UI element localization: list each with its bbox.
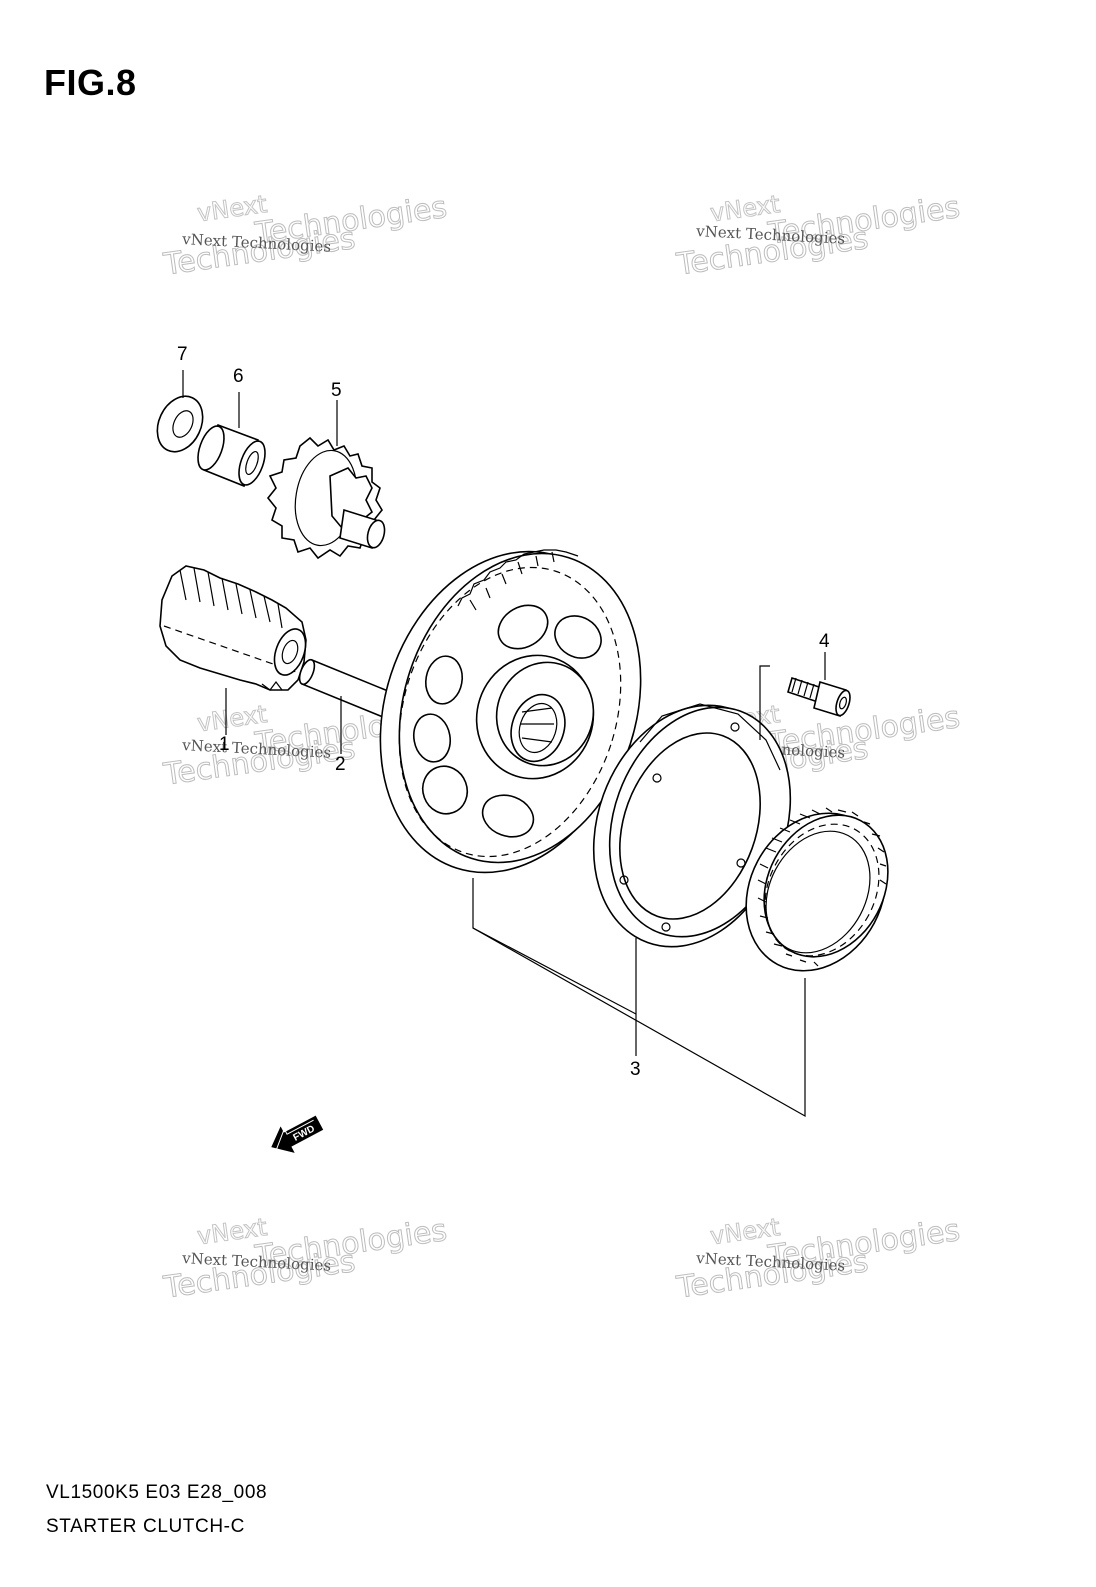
diagram-name: STARTER CLUTCH-C: [46, 1516, 245, 1537]
watermark-bottom-left: vNext Technologies Technologies: [160, 1212, 449, 1306]
part-7-washer: [156, 395, 204, 453]
callout-4: 4: [819, 631, 830, 652]
leader-lines: [182, 370, 826, 1118]
part-6-bushing: [197, 423, 266, 488]
part-1-starter-gear: [159, 565, 307, 691]
callout-3: 3: [630, 1059, 641, 1080]
part-4-bolt: [787, 676, 851, 718]
callout-5: 5: [331, 380, 342, 401]
watermark-bottom-right: vNext Technologies Technologies: [673, 1212, 962, 1306]
model-code: VL1500K5 E03 E28_008: [46, 1482, 268, 1503]
part-5-idle-gear: [266, 436, 386, 560]
fwd-arrow-icon: FWD: [271, 1115, 324, 1153]
callout-7: 7: [177, 344, 188, 365]
callout-6: 6: [233, 366, 244, 387]
part-3-driven-gear: [379, 549, 642, 874]
watermark-top-left: vNext Technologies Technologies: [160, 189, 449, 283]
callout-2: 2: [335, 754, 346, 775]
callout-1: 1: [219, 734, 230, 755]
part-3-one-way-clutch: [745, 807, 889, 972]
figure-title: FIG.8: [44, 62, 137, 103]
